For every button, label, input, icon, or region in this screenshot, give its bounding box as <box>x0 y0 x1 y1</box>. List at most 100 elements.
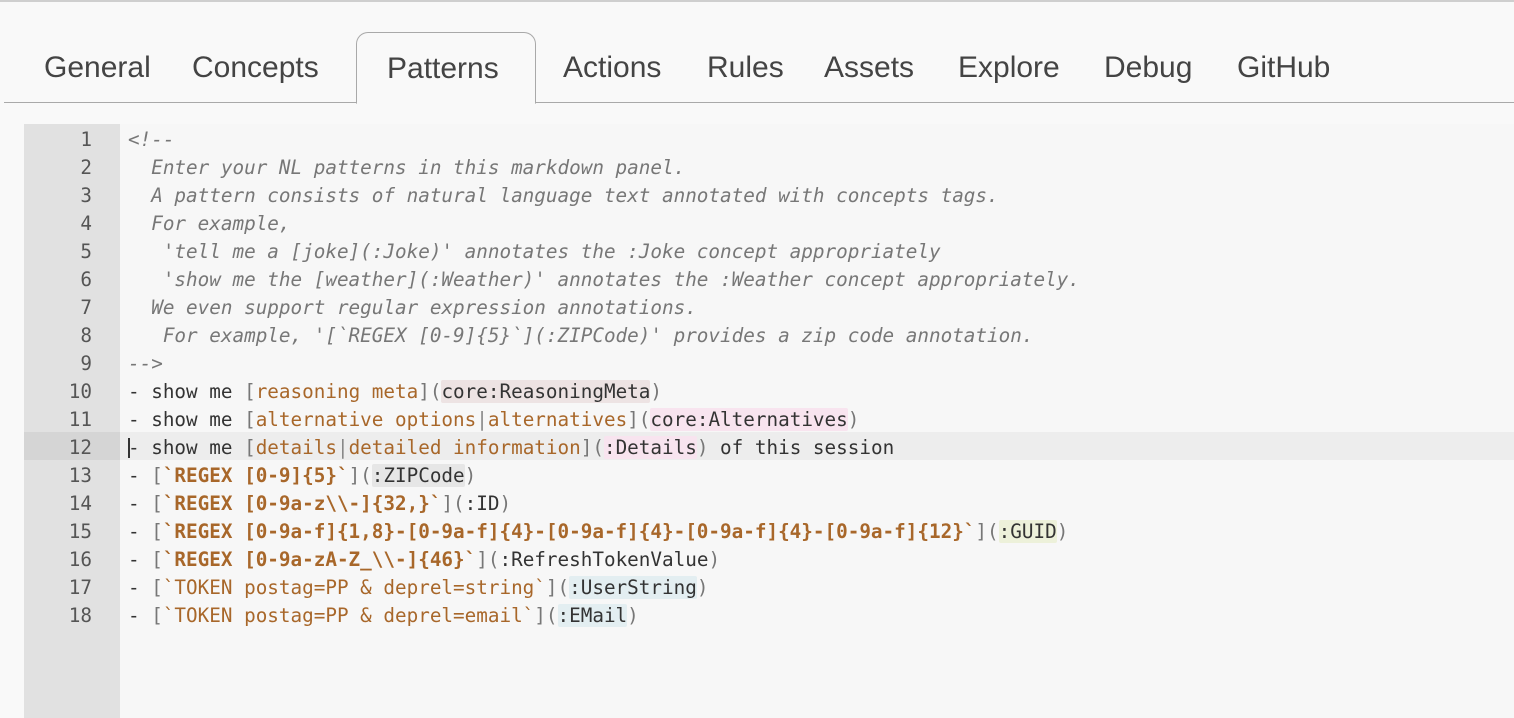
line-code: A pattern consists of natural language t… <box>128 182 999 210</box>
patterns-code-editor[interactable]: 1<!--2 Enter your NL patterns in this ma… <box>24 124 1514 718</box>
concept-tag: :ID <box>464 492 500 515</box>
code-line[interactable]: 14 - [`REGEX [0-9a-z\\-]{32,}`](:ID) <box>24 490 1514 518</box>
tab-explore[interactable]: Explore <box>958 32 1060 102</box>
line-code: Enter your NL patterns in this markdown … <box>128 154 685 182</box>
code-line[interactable]: 7 We even support regular expression ann… <box>24 294 1514 322</box>
code-token: ( <box>592 436 604 459</box>
code-line[interactable]: 12- show me [details|detailed informatio… <box>24 434 1514 462</box>
code-token: | <box>476 408 488 431</box>
line-number: 9 <box>80 352 92 375</box>
concept-tag: :Details <box>603 436 697 459</box>
concept-tag: core:ReasoningMeta <box>441 380 651 403</box>
code-line[interactable]: 6 'show me the [weather](:Weather)' anno… <box>24 266 1514 294</box>
code-token: detailed information <box>348 436 581 459</box>
line-code: <!-- <box>128 126 174 154</box>
code-token: `REGEX [0-9a-z\\-]{32,}` <box>162 492 442 515</box>
code-token: ( <box>557 576 570 599</box>
code-lines[interactable]: 1<!--2 Enter your NL patterns in this ma… <box>24 124 1514 718</box>
line-number: 1 <box>80 128 92 151</box>
code-line[interactable]: 18- [`TOKEN postag=PP & deprel=email`](:… <box>24 602 1514 630</box>
tab-patterns[interactable]: Patterns <box>356 32 536 104</box>
line-code: 'show me the [weather](:Weather)' annota… <box>128 266 1080 294</box>
code-token: 'tell me a [joke](:Joke)' annotates the … <box>128 240 941 263</box>
code-token: [ <box>151 520 163 543</box>
code-line[interactable]: 8 For example, '[`REGEX [0-9]{5}`](:ZIPC… <box>24 322 1514 350</box>
line-number: 14 <box>68 492 92 515</box>
code-token: `TOKEN postag=PP & deprel=email` <box>162 604 535 627</box>
code-token: reasoning meta <box>255 380 419 403</box>
line-code: For example, <box>128 210 290 238</box>
code-token: ) <box>708 548 721 571</box>
line-code: - [`REGEX [0-9a-z\\-]{32,}`](:ID) <box>128 490 511 518</box>
code-token: A pattern consists of natural language t… <box>128 184 999 207</box>
tab-debug[interactable]: Debug <box>1104 32 1192 102</box>
line-number: 2 <box>80 156 92 179</box>
code-token: ( <box>545 604 558 627</box>
tab-label: Assets <box>824 51 915 84</box>
line-code: - [`REGEX [0-9a-f]{1,8}-[0-9a-f]{4}-[0-9… <box>128 518 1068 546</box>
tab-assets[interactable]: Assets <box>824 32 914 102</box>
line-number-gutter <box>24 124 120 718</box>
code-line[interactable]: 4 For example, <box>24 210 1514 238</box>
code-token: `REGEX [0-9a-f]{1,8}-[0-9a-f]{4}-[0-9a-f… <box>162 520 976 543</box>
code-line[interactable]: 2 Enter your NL patterns in this markdow… <box>24 154 1514 182</box>
code-line[interactable]: 3 A pattern consists of natural language… <box>24 182 1514 210</box>
code-token: ) <box>847 408 860 431</box>
tab-rules[interactable]: Rules <box>707 32 784 102</box>
tab-label: Actions <box>563 51 662 84</box>
tab-concepts[interactable]: Concepts <box>192 32 319 102</box>
line-code: For example, '[`REGEX [0-9]{5}`](:ZIPCod… <box>128 322 1034 350</box>
code-token: [ <box>244 436 256 459</box>
code-line[interactable]: 15- [`REGEX [0-9a-f]{1,8}-[0-9a-f]{4}-[0… <box>24 518 1514 546</box>
code-token: ] <box>545 576 558 599</box>
code-token: ] <box>580 436 593 459</box>
tab-general[interactable]: General <box>44 32 151 102</box>
line-code: - [`REGEX [0-9]{5}`](:ZIPCode) <box>128 462 476 490</box>
concept-tag: :RefreshTokenValue <box>499 548 709 571</box>
code-token: ] <box>975 520 988 543</box>
code-line[interactable]: 10- show me [reasoning meta](core:Reason… <box>24 378 1514 406</box>
code-token: ( <box>987 520 999 543</box>
line-number: 4 <box>80 212 92 235</box>
line-code: 'tell me a [joke](:Joke)' annotates the … <box>128 238 941 266</box>
code-token: - <box>128 520 152 543</box>
code-token: 'show me the [weather](:Weather)' annota… <box>128 268 1080 291</box>
code-line[interactable]: 11- show me [alternative options|alterna… <box>24 406 1514 434</box>
line-code: - [`TOKEN postag=PP & deprel=email`](:EM… <box>128 602 639 630</box>
code-line[interactable]: 17- [`TOKEN postag=PP & deprel=string`](… <box>24 574 1514 602</box>
tab-actions[interactable]: Actions <box>563 32 661 102</box>
code-line[interactable]: 5 'tell me a [joke](:Joke)' annotates th… <box>24 238 1514 266</box>
code-token: ] <box>476 548 488 571</box>
code-token: - <box>128 492 152 515</box>
tab-label: Concepts <box>192 51 319 84</box>
code-token: - show me <box>128 436 245 459</box>
line-number: 6 <box>80 268 92 291</box>
code-token: ] <box>534 604 546 627</box>
tab-label: Debug <box>1104 51 1193 84</box>
tab-label: Explore <box>958 51 1060 84</box>
code-token: ( <box>638 408 651 431</box>
line-number: 7 <box>80 296 92 319</box>
tab-label: General <box>44 51 151 84</box>
concept-tag: core:Alternatives <box>650 408 848 431</box>
code-line[interactable]: 13 - [`REGEX [0-9]{5}`](:ZIPCode) <box>24 462 1514 490</box>
line-number: 12 <box>68 436 92 459</box>
code-token: ] <box>418 380 430 403</box>
code-token: ] <box>441 492 454 515</box>
code-token: ) <box>499 492 512 515</box>
code-token: [ <box>151 492 163 515</box>
tab-label: GitHub <box>1237 51 1331 84</box>
code-token: ( <box>487 548 500 571</box>
code-line[interactable]: 1 <!-- <box>24 126 1514 154</box>
code-line[interactable]: 16- [`REGEX [0-9a-zA-Z_\\-]{46}`](:Refre… <box>24 546 1514 574</box>
concept-tag: :ZIPCode <box>371 464 465 487</box>
code-token: ) <box>696 436 709 459</box>
code-token: --> <box>128 352 163 375</box>
code-token: ( <box>453 492 465 515</box>
code-token: - <box>128 464 152 487</box>
code-line[interactable]: 9 --> <box>24 350 1514 378</box>
tab-github[interactable]: GitHub <box>1237 32 1330 102</box>
tab-label: Patterns <box>387 52 499 85</box>
code-token: ] <box>348 464 361 487</box>
line-number: 13 <box>68 464 92 487</box>
